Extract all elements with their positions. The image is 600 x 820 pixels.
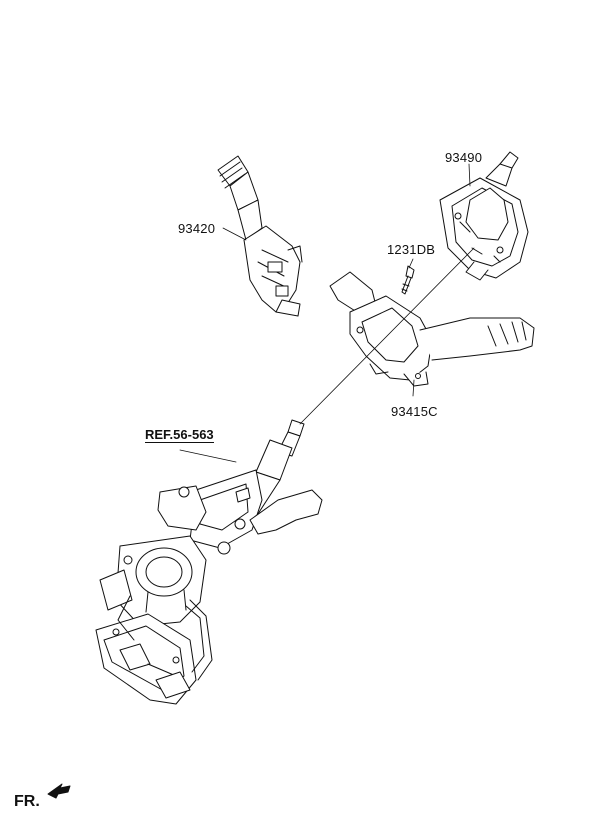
reference-label: REF.56-563 (145, 427, 214, 443)
bolt-part (401, 265, 415, 295)
multifunction-switch-body-part (329, 271, 535, 387)
left-switch-lever-part (217, 155, 303, 317)
eps-motor-assembly (95, 535, 213, 705)
clock-spring-part (439, 151, 529, 281)
part-label-93415C: 93415C (391, 404, 438, 419)
part-label-93490: 93490 (445, 150, 483, 165)
front-direction-arrow-icon (47, 783, 71, 799)
steering-column-shaft (157, 419, 323, 555)
leader-lines (179, 163, 475, 463)
part-label-93420: 93420 (178, 221, 216, 236)
part-label-1231DB: 1231DB (387, 242, 436, 257)
front-orientation-label: FR. (14, 793, 40, 810)
